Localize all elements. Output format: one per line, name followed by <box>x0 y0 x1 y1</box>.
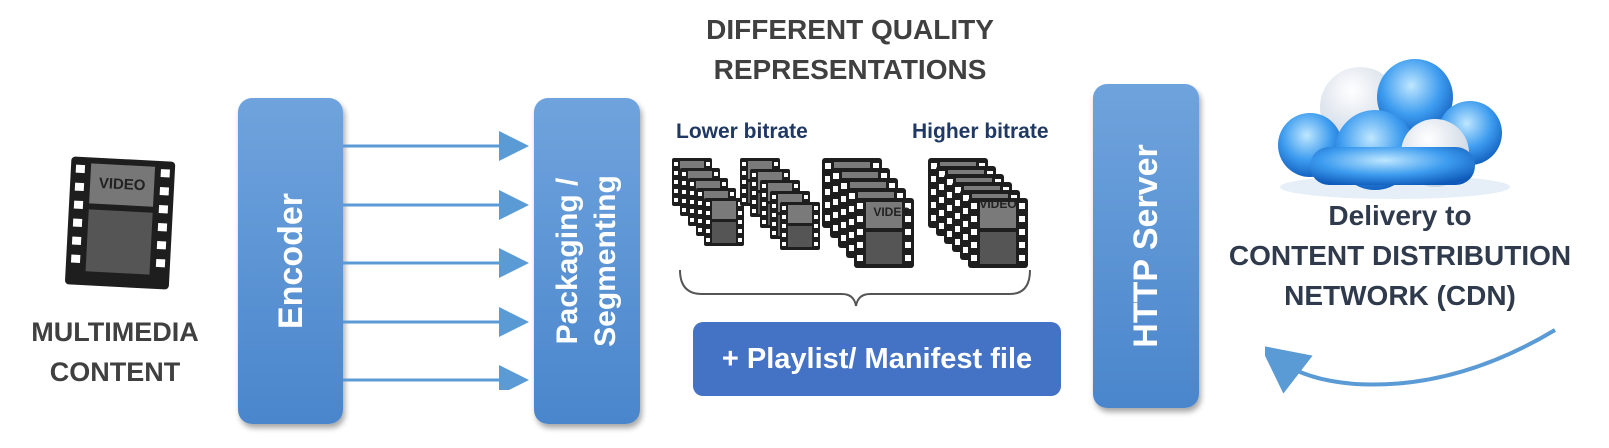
cdn-line-2: CONTENT DISTRIBUTION <box>1228 240 1572 271</box>
higher-bitrate-label: Higher bitrate <box>912 120 1049 143</box>
playlist-manifest-box: + Playlist/ Manifest file <box>693 322 1061 396</box>
film-label: VIDEO <box>98 175 146 194</box>
source-line-1: MULTIMEDIA <box>31 317 199 347</box>
encoder-label: Encoder <box>271 192 310 330</box>
film-stack-3: VIDEO <box>822 158 914 268</box>
lower-bitrate-label: Lower bitrate <box>676 120 808 143</box>
title-line-2: REPRESENTATIONS <box>713 54 987 85</box>
packaging-line-1: Packaging / <box>551 177 584 345</box>
http-server-box: HTTP Server <box>1093 84 1199 408</box>
film-label: VIDEO <box>979 197 1016 211</box>
http-server-label: HTTP Server <box>1127 144 1165 348</box>
title-line-1: DIFFERENT QUALITY <box>706 14 994 45</box>
film-label: VIDEO <box>873 205 910 219</box>
diagram-title: DIFFERENT QUALITY REPRESENTATIONS <box>640 10 1060 90</box>
film-stack-4: VIDEO <box>928 158 1028 268</box>
encoder-box: Encoder <box>238 98 343 424</box>
cdn-line-1: Delivery to <box>1328 200 1472 231</box>
packaging-box: Packaging / Segmenting <box>534 98 640 424</box>
film-stack-2 <box>740 158 820 250</box>
encoder-output-arrows <box>343 131 529 390</box>
source-label: MULTIMEDIA CONTENT <box>10 312 220 392</box>
cdn-line-3: NETWORK (CDN) <box>1284 280 1516 311</box>
video-film-icon: VIDEO <box>60 155 180 295</box>
cloud-icon <box>1265 55 1525 205</box>
film-stack-1 <box>672 158 744 246</box>
brace <box>679 269 1031 307</box>
delivery-return-arrow <box>1265 328 1557 394</box>
cdn-label: Delivery to CONTENT DISTRIBUTION NETWORK… <box>1200 196 1600 316</box>
packaging-line-2: Segmenting <box>589 175 622 347</box>
quality-representations: VIDEO VIDEO <box>672 158 1031 307</box>
packaging-label: Packaging / Segmenting <box>549 175 625 347</box>
source-line-2: CONTENT <box>49 357 181 387</box>
